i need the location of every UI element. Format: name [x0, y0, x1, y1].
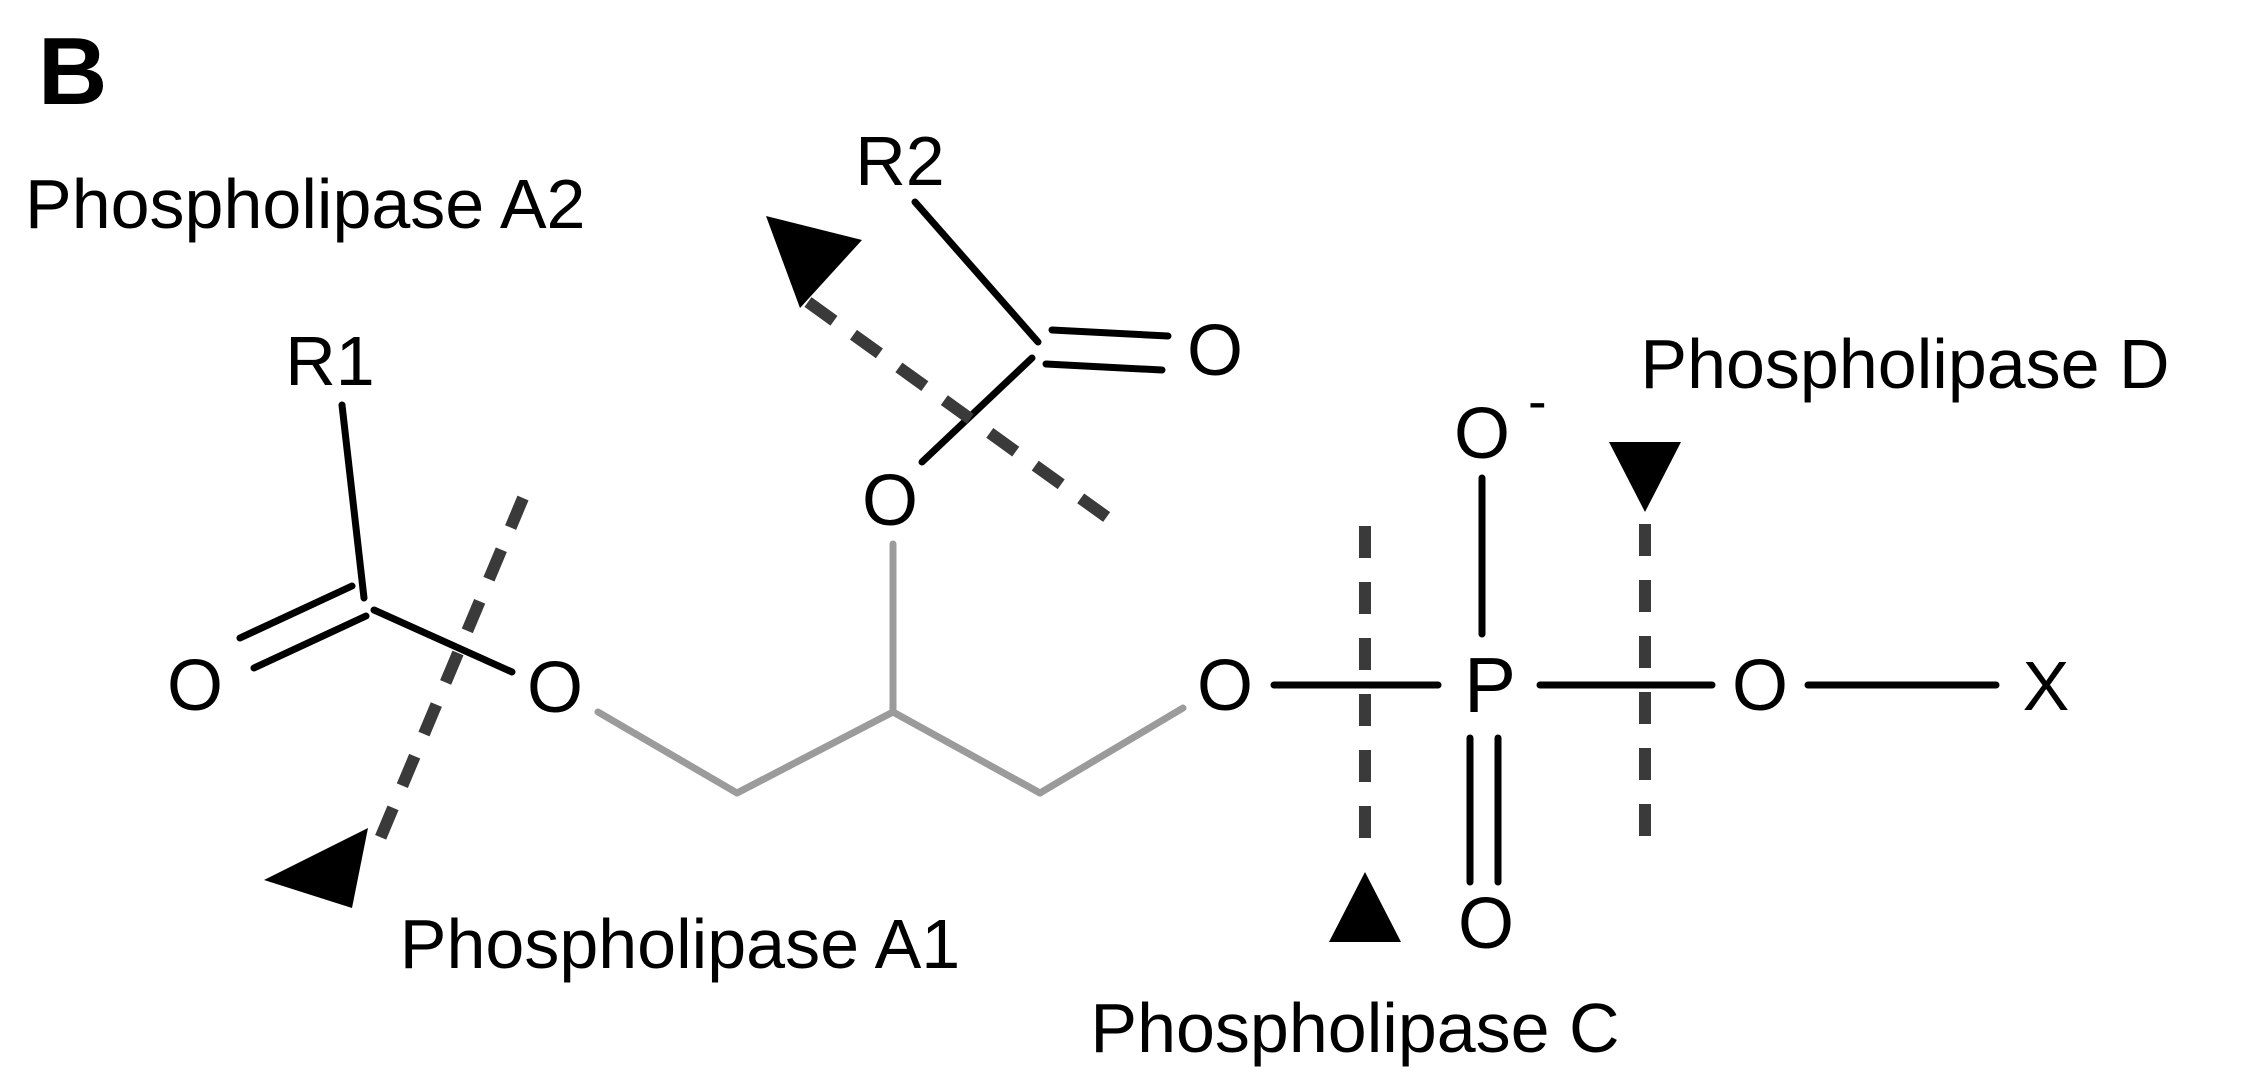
phospholipase-c-label: Phospholipase C [1090, 989, 1619, 1067]
r1-acyl-group: R1 O O [167, 322, 583, 728]
bond-r2-carbonyl-double-1 [1048, 326, 1172, 340]
bond-c2-to-c3 [889, 708, 1044, 797]
phospholipase-a1-annotation: Phospholipase A1 [264, 495, 960, 983]
phospholipase-a1-cleavage-line [366, 495, 529, 861]
phospholipase-a1-arrowhead-icon [264, 828, 368, 908]
phospholipase-d-annotation: Phospholipase D [1609, 325, 2170, 860]
bond-c3-to-phosphate-o [1036, 704, 1187, 797]
phosphate-double-oxygen: O [1458, 884, 1514, 964]
phosphorus-atom: P [1464, 641, 1516, 729]
r2-ester-oxygen: O [862, 461, 918, 541]
glycerol-backbone [594, 540, 1187, 797]
phosphate-group: O P O - O O X [1197, 369, 2069, 964]
bond-r1-to-carbonyl [338, 401, 368, 602]
r1-carbonyl-oxygen: O [167, 646, 223, 726]
phospholipase-d-arrowhead-icon [1609, 442, 1681, 512]
phospholipase-a2-cleavage-line [804, 297, 1112, 523]
r2-acyl-group: R2 O O [855, 122, 1243, 541]
bond-r1-carbonyl-to-ester-o [370, 606, 516, 676]
glycerol-phosphate-oxygen: O [1197, 646, 1253, 726]
r1-label: R1 [285, 322, 374, 400]
phospholipase-a2-annotation: Phospholipase A2 [25, 165, 1112, 523]
bond-r2-to-carbonyl [911, 198, 1042, 346]
bond-r2-carbonyl-to-ester-o [918, 354, 1036, 466]
phospholipase-a1-label: Phospholipase A1 [400, 905, 960, 983]
r2-label: R2 [855, 122, 944, 200]
phospholipase-d-label: Phospholipase D [1640, 325, 2169, 403]
bond-r2-carbonyl-double-2 [1042, 360, 1166, 374]
r2-carbonyl-oxygen: O [1187, 311, 1243, 391]
phospholipase-c-arrowhead-icon [1329, 872, 1401, 942]
phosphate-o-minus: O [1454, 394, 1510, 474]
bond-r1-ester-o-to-c1 [594, 708, 741, 797]
bond-r1-carbonyl-double-2 [250, 612, 370, 672]
r1-ester-oxygen: O [527, 648, 583, 728]
phosphate-x-oxygen: O [1732, 646, 1788, 726]
phospholipase-a2-label: Phospholipase A2 [25, 165, 585, 243]
phosphate-o-minus-charge: - [1528, 369, 1547, 432]
phospholipase-c-annotation: Phospholipase C [1090, 526, 1620, 1067]
headgroup-x-label: X [2023, 647, 2070, 725]
panel-label: B [38, 18, 107, 125]
bond-c1-to-c2 [733, 708, 897, 797]
phospholipase-a2-arrowhead-icon [766, 216, 862, 308]
bond-r1-carbonyl-double-1 [236, 582, 356, 642]
